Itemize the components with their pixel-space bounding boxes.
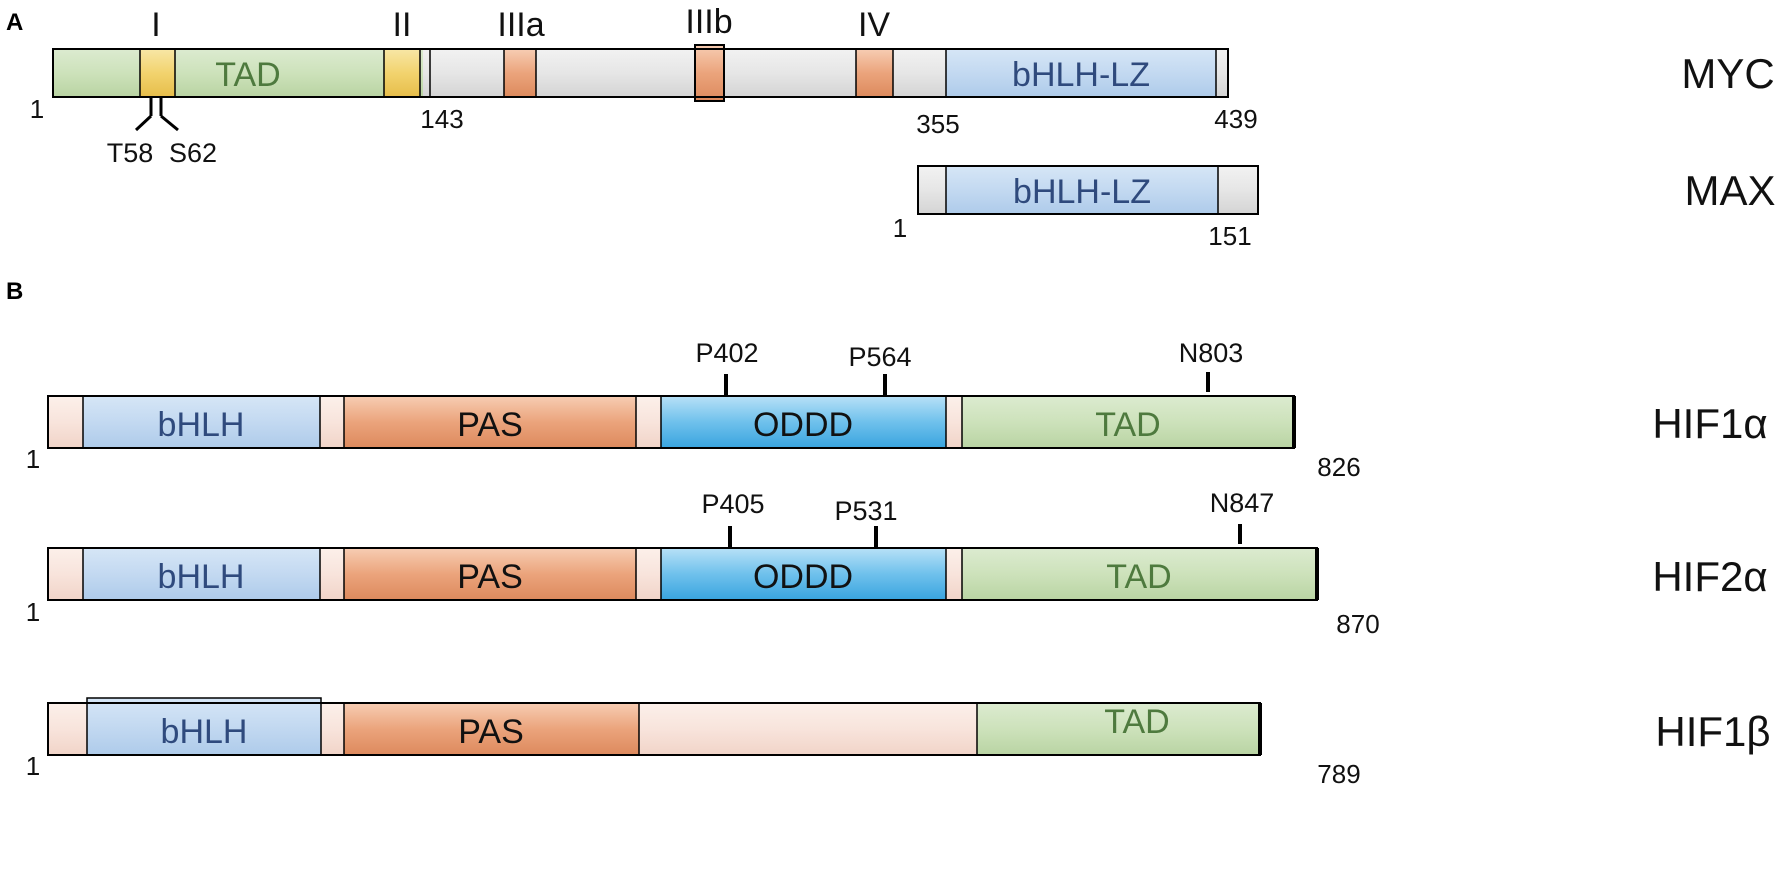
myc-motif-ii xyxy=(383,48,421,98)
hif1a-tad-label: TAD xyxy=(1095,406,1160,444)
max-name: MAX xyxy=(1684,167,1775,214)
hif1a-bhlh-label: bHLH xyxy=(158,406,245,444)
myc-motif-iiib xyxy=(694,44,725,102)
myc-protein-bar: TAD bHLH-LZ xyxy=(52,44,1229,102)
hif1a-protein-bar: bHLH PAS ODDD TAD xyxy=(47,395,1296,449)
hif2a-site-n847: N847 xyxy=(1210,488,1275,518)
hif1b-bhlh-label: bHLH xyxy=(161,713,248,751)
myc-bhlhlz-label: bHLH-LZ xyxy=(1012,56,1150,94)
myc-site-s62: S62 xyxy=(169,138,217,168)
hif1b-protein-bar: bHLH PAS TAD xyxy=(47,697,1262,756)
hif2a-site-p405: P405 xyxy=(701,489,764,519)
myc-motif-i-label: I xyxy=(151,6,160,44)
hif1a-oddd-label: ODDD xyxy=(753,406,853,444)
hif2a-protein-bar: bHLH PAS ODDD TAD xyxy=(47,547,1319,601)
hif2a-tad-domain xyxy=(961,547,1318,601)
myc-pos-355: 355 xyxy=(916,109,959,139)
hif1b-tad-domain xyxy=(976,702,1261,756)
myc-tad-domain xyxy=(53,49,423,97)
myc-motif-iv xyxy=(855,48,894,98)
hif1a-tad-domain xyxy=(961,395,1295,449)
max-protein-bar: bHLH-LZ xyxy=(917,165,1259,215)
hif2a-pos-end: 870 xyxy=(1336,609,1379,639)
hif1a-site-n803: N803 xyxy=(1179,338,1244,368)
hif2a-site-ticks xyxy=(728,524,1242,548)
max-pos-end: 151 xyxy=(1208,221,1251,251)
hif1b-name: HIF1β xyxy=(1655,708,1770,755)
myc-motif-iv-label: IV xyxy=(858,6,890,44)
hif1b-pas-domain xyxy=(343,702,640,756)
max-bhlhlz-label: bHLH-LZ xyxy=(1013,173,1151,211)
hif1a-pos-end: 826 xyxy=(1317,452,1360,482)
hif2a-tad-label: TAD xyxy=(1106,558,1171,596)
hif1a-pas-domain xyxy=(343,395,637,449)
hif1b-pas-label: PAS xyxy=(458,713,524,751)
myc-motif-ii-label: II xyxy=(393,6,412,44)
myc-motif-iiib-label: IIIb xyxy=(685,3,732,41)
myc-site-t58: T58 xyxy=(107,138,154,168)
hif1a-pos-start: 1 xyxy=(26,444,40,474)
myc-pos-end: 439 xyxy=(1214,104,1257,134)
hif2a-site-p531: P531 xyxy=(834,496,897,526)
panel-label-b: B xyxy=(6,278,23,305)
myc-pos-start: 1 xyxy=(30,94,44,124)
myc-pos-143: 143 xyxy=(420,104,463,134)
hif1b-pos-end: 789 xyxy=(1317,759,1360,789)
myc-motif-iiia xyxy=(503,48,537,98)
hif1a-pas-label: PAS xyxy=(457,406,523,444)
myc-name: MYC xyxy=(1681,50,1774,97)
hif2a-pas-label: PAS xyxy=(457,558,523,596)
myc-tad-label: TAD xyxy=(215,56,280,94)
hif2a-pos-start: 1 xyxy=(26,597,40,627)
myc-motif-i xyxy=(139,48,176,98)
max-pos-start: 1 xyxy=(893,213,907,243)
hif1a-site-p564: P564 xyxy=(848,342,911,372)
hif1b-tad-label: TAD xyxy=(1104,703,1169,741)
hif2a-oddd-label: ODDD xyxy=(753,558,853,596)
hif2a-bhlh-label: bHLH xyxy=(158,558,245,596)
hif1a-name: HIF1α xyxy=(1652,400,1767,447)
hif1b-pos-start: 1 xyxy=(26,751,40,781)
panel-label-a: A xyxy=(6,9,23,36)
hif1a-site-p402: P402 xyxy=(695,338,758,368)
myc-motif-iiia-label: IIIa xyxy=(497,6,544,44)
hif1a-site-ticks xyxy=(724,372,1210,396)
myc-phospho-site-marker xyxy=(134,97,179,132)
hif2a-name: HIF2α xyxy=(1652,553,1767,600)
hif1b-bhlh-domain xyxy=(86,697,322,756)
